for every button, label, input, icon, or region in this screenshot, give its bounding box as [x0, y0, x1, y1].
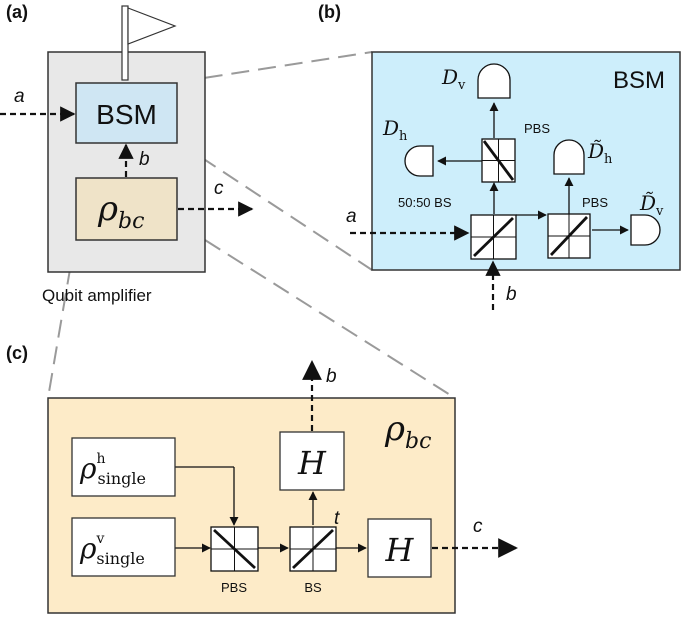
panel-label-c: (c) [6, 343, 28, 363]
pbs-top-label: PBS [524, 121, 550, 136]
line-b-label: b [139, 149, 150, 170]
amplifier-caption: Qubit amplifier [42, 286, 152, 305]
bsm-detail-title: BSM [613, 67, 665, 94]
detector-tilde-v-label: D̃v [639, 191, 664, 219]
rho-bc-detail-title: ρbc [384, 409, 431, 454]
pbs-top-cube [481, 138, 516, 183]
bsm-box [75, 82, 178, 144]
rho-single-v-box [71, 517, 176, 577]
panel-label-b: (b) [318, 2, 341, 22]
rho-bc-box [75, 177, 178, 241]
guide-rho-right [204, 239, 456, 399]
hadamard-right-label: H [385, 531, 415, 569]
guide-bsm-bottom [177, 141, 373, 271]
bs-cube [470, 214, 517, 260]
bsm-label: BSM [96, 99, 157, 130]
flag-icon [121, 5, 177, 81]
bs-label: 50:50 BS [398, 195, 452, 210]
detector-h-label: Dh [382, 116, 408, 144]
pbs-cube [210, 526, 259, 572]
output-b-label: b [326, 366, 337, 387]
guide-bsm-top [177, 51, 373, 83]
output-c-detail-label: c [473, 516, 483, 537]
rho-single-h-box [71, 437, 176, 497]
bs-c-label: BS [304, 580, 322, 595]
hadamard-top-box [279, 431, 345, 491]
pbs-right-cube [547, 213, 591, 259]
output-c-label: c [214, 178, 224, 199]
bs-c-cube [289, 526, 337, 572]
hadamard-right-box [367, 518, 432, 578]
t-label: t [334, 508, 340, 529]
bsm-detail: BSM a b 50:50 BS PBS [346, 51, 681, 310]
bsm-input-a-label: a [346, 206, 357, 227]
detector-v-label: Dv [441, 65, 466, 93]
rho-bc-symbol: ρbc [97, 189, 144, 234]
panel-label-a: (a) [6, 2, 28, 22]
input-a-label: a [14, 86, 25, 107]
qubit-amplifier: BSM ρbc a b c Qubit amplifier [0, 5, 254, 305]
pbs-label: PBS [221, 580, 247, 595]
detector-h-icon [404, 145, 434, 177]
detector-v-icon [477, 63, 511, 99]
detector-tilde-v-icon [630, 214, 661, 246]
detector-tilde-h-label: D̃h [587, 139, 613, 167]
hadamard-top-label: H [297, 444, 327, 482]
zoom-guides [47, 51, 456, 399]
pbs-right-label: PBS [582, 195, 608, 210]
bsm-input-b-label: b [506, 284, 517, 305]
detector-tilde-h-icon [553, 139, 585, 175]
